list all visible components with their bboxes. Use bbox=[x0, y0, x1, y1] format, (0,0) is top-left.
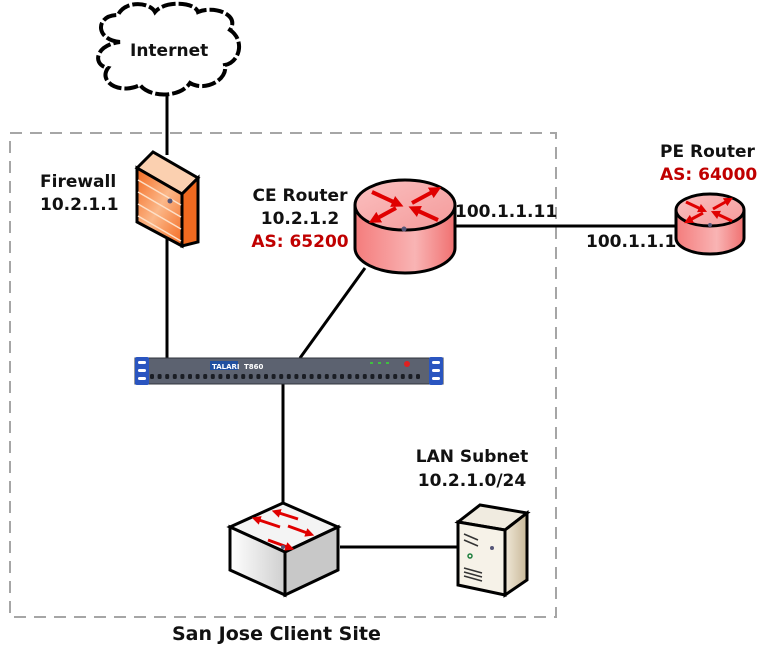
ce-router-as: AS: 65200 bbox=[251, 232, 349, 252]
appliance-port bbox=[195, 374, 200, 379]
internet-cloud-icon bbox=[96, 1, 241, 97]
appliance-port bbox=[332, 374, 337, 379]
appliance-port bbox=[218, 374, 223, 379]
link-ce-appliance bbox=[298, 267, 367, 359]
pe-router-icon bbox=[674, 192, 746, 256]
ce-router-ip: 10.2.1.2 bbox=[260, 209, 340, 229]
appliance-port bbox=[340, 374, 344, 379]
server-icon bbox=[454, 503, 531, 598]
appliance-port bbox=[355, 374, 360, 379]
pe-router-name: PE Router bbox=[660, 142, 755, 162]
appliance-port bbox=[317, 374, 322, 379]
appliance-port bbox=[233, 374, 238, 379]
appliance-port bbox=[248, 374, 253, 379]
site-boundary bbox=[9, 132, 557, 618]
appliance-port bbox=[157, 374, 162, 379]
ce-router-wan-ip: 100.1.1.11 bbox=[455, 202, 558, 222]
switch-icon bbox=[226, 501, 342, 598]
pe-router-as: AS: 64000 bbox=[660, 165, 758, 185]
appliance-port bbox=[294, 374, 299, 379]
appliance-port bbox=[210, 374, 215, 379]
ce-router-name: CE Router bbox=[252, 186, 348, 206]
firewall-name: Firewall bbox=[40, 172, 117, 192]
lan-subnet-cidr: 10.2.1.0/24 bbox=[417, 471, 527, 491]
appliance-port bbox=[400, 374, 405, 379]
talari-appliance-icon: TALARI T860 bbox=[134, 357, 444, 385]
appliance-port bbox=[241, 374, 246, 379]
appliance-port bbox=[226, 374, 230, 379]
appliance-port bbox=[172, 374, 177, 379]
appliance-port bbox=[378, 374, 382, 379]
site-name: San Jose Client Site bbox=[172, 623, 381, 645]
firewall-icon bbox=[134, 150, 201, 249]
appliance-port bbox=[408, 374, 413, 379]
appliance-port bbox=[264, 374, 268, 379]
appliance-port bbox=[385, 374, 390, 379]
appliance-model: T860 bbox=[244, 363, 264, 371]
internet-label: Internet bbox=[130, 41, 209, 61]
appliance-port bbox=[271, 374, 276, 379]
appliance-port bbox=[302, 374, 306, 379]
appliance-port bbox=[370, 374, 375, 379]
appliance-port bbox=[150, 374, 154, 379]
appliance-port bbox=[165, 374, 170, 379]
appliance-port bbox=[347, 374, 352, 379]
pe-router-ip: 100.1.1.1 bbox=[586, 232, 677, 252]
appliance-port bbox=[393, 374, 398, 379]
appliance-port bbox=[180, 374, 185, 379]
appliance-port bbox=[256, 374, 261, 379]
appliance-port bbox=[279, 374, 284, 379]
appliance-port bbox=[324, 374, 329, 379]
appliance-port bbox=[286, 374, 291, 379]
appliance-port bbox=[203, 374, 208, 379]
ce-router-icon bbox=[353, 178, 457, 275]
firewall-ip: 10.2.1.1 bbox=[40, 195, 119, 215]
appliance-port bbox=[309, 374, 314, 379]
lan-subnet-name: LAN Subnet bbox=[415, 447, 529, 467]
appliance-port bbox=[188, 374, 192, 379]
appliance-port bbox=[362, 374, 367, 379]
appliance-brand: TALARI bbox=[212, 363, 240, 371]
appliance-port bbox=[416, 374, 420, 379]
